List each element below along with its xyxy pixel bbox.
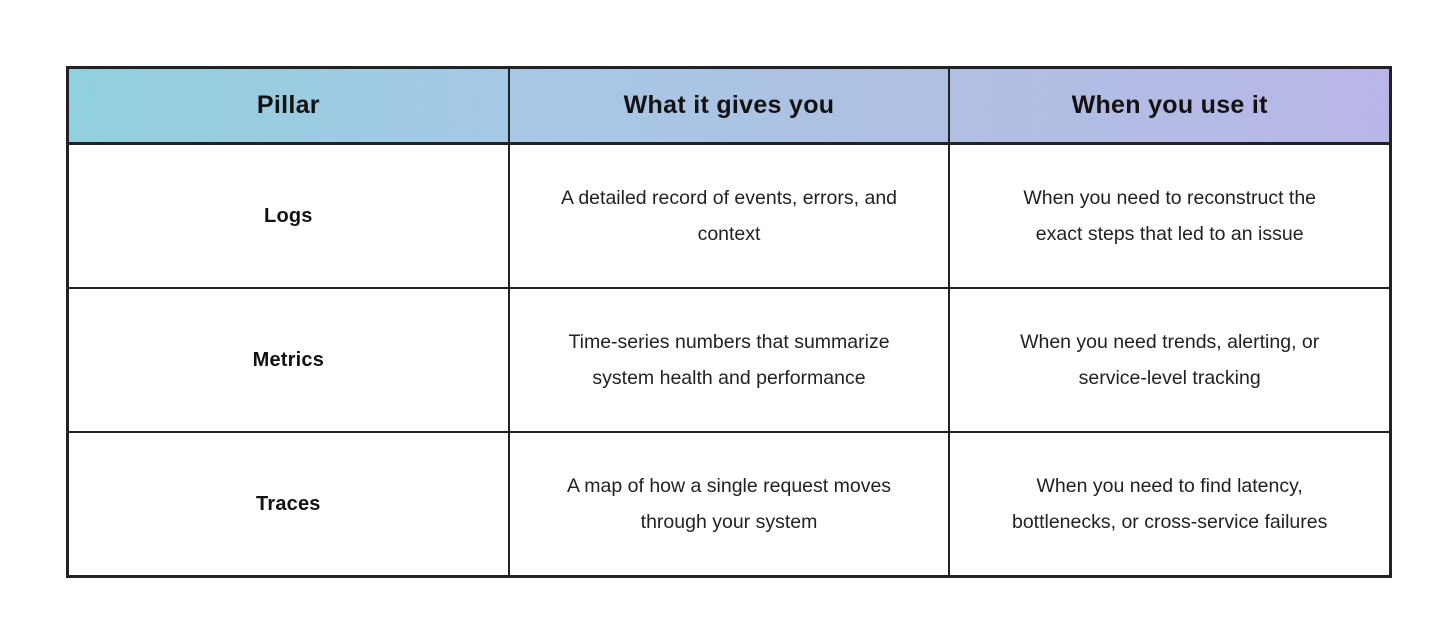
cell-metrics-gives: Time-series numbers that summarize syste…: [507, 289, 949, 431]
cell-metrics-pillar: Metrics: [69, 289, 508, 431]
cell-text-metrics-gives: Time-series numbers that summarize syste…: [568, 331, 890, 389]
pillar-label-logs: Logs: [264, 204, 313, 227]
cell-text-traces-gives: A map of how a single request moves thro…: [566, 475, 892, 533]
column-header-when-you-use-it: When you use it: [948, 69, 1389, 142]
column-header-pillar: Pillar: [256, 91, 320, 119]
table-row-logs: Logs A detailed record of events, errors…: [69, 145, 1389, 287]
cell-traces-use: When you need to find latency, bottlenec…: [948, 433, 1389, 575]
cell-metrics-use: When you need trends, alerting, or servi…: [948, 289, 1389, 431]
table-row-traces: Traces A map of how a single request mov…: [69, 431, 1389, 575]
cell-logs-pillar: Logs: [69, 145, 508, 287]
pillar-label-metrics: Metrics: [252, 348, 325, 371]
observability-pillars-table: Pillar What it gives you When you use it…: [66, 66, 1392, 578]
cell-text-logs-gives: A detailed record of events, errors, and…: [560, 187, 898, 245]
cell-text-traces-use: When you need to find latency, bottlenec…: [1011, 475, 1328, 533]
table-row-metrics: Metrics Time-series numbers that summari…: [69, 287, 1389, 431]
cell-text-metrics-use: When you need trends, alerting, or servi…: [1020, 331, 1320, 389]
table-header-row: Pillar What it gives you When you use it: [69, 69, 1389, 145]
cell-traces-gives: A map of how a single request moves thro…: [507, 433, 949, 575]
cell-logs-gives: A detailed record of events, errors, and…: [507, 145, 949, 287]
column-header-what-it-gives-you: What it gives you: [507, 69, 949, 142]
pillar-label-traces: Traces: [256, 492, 321, 515]
cell-traces-pillar: Traces: [69, 433, 508, 575]
cell-text-logs-use: When you need to reconstruct the exact s…: [1023, 187, 1317, 245]
cell-logs-use: When you need to reconstruct the exact s…: [948, 145, 1389, 287]
